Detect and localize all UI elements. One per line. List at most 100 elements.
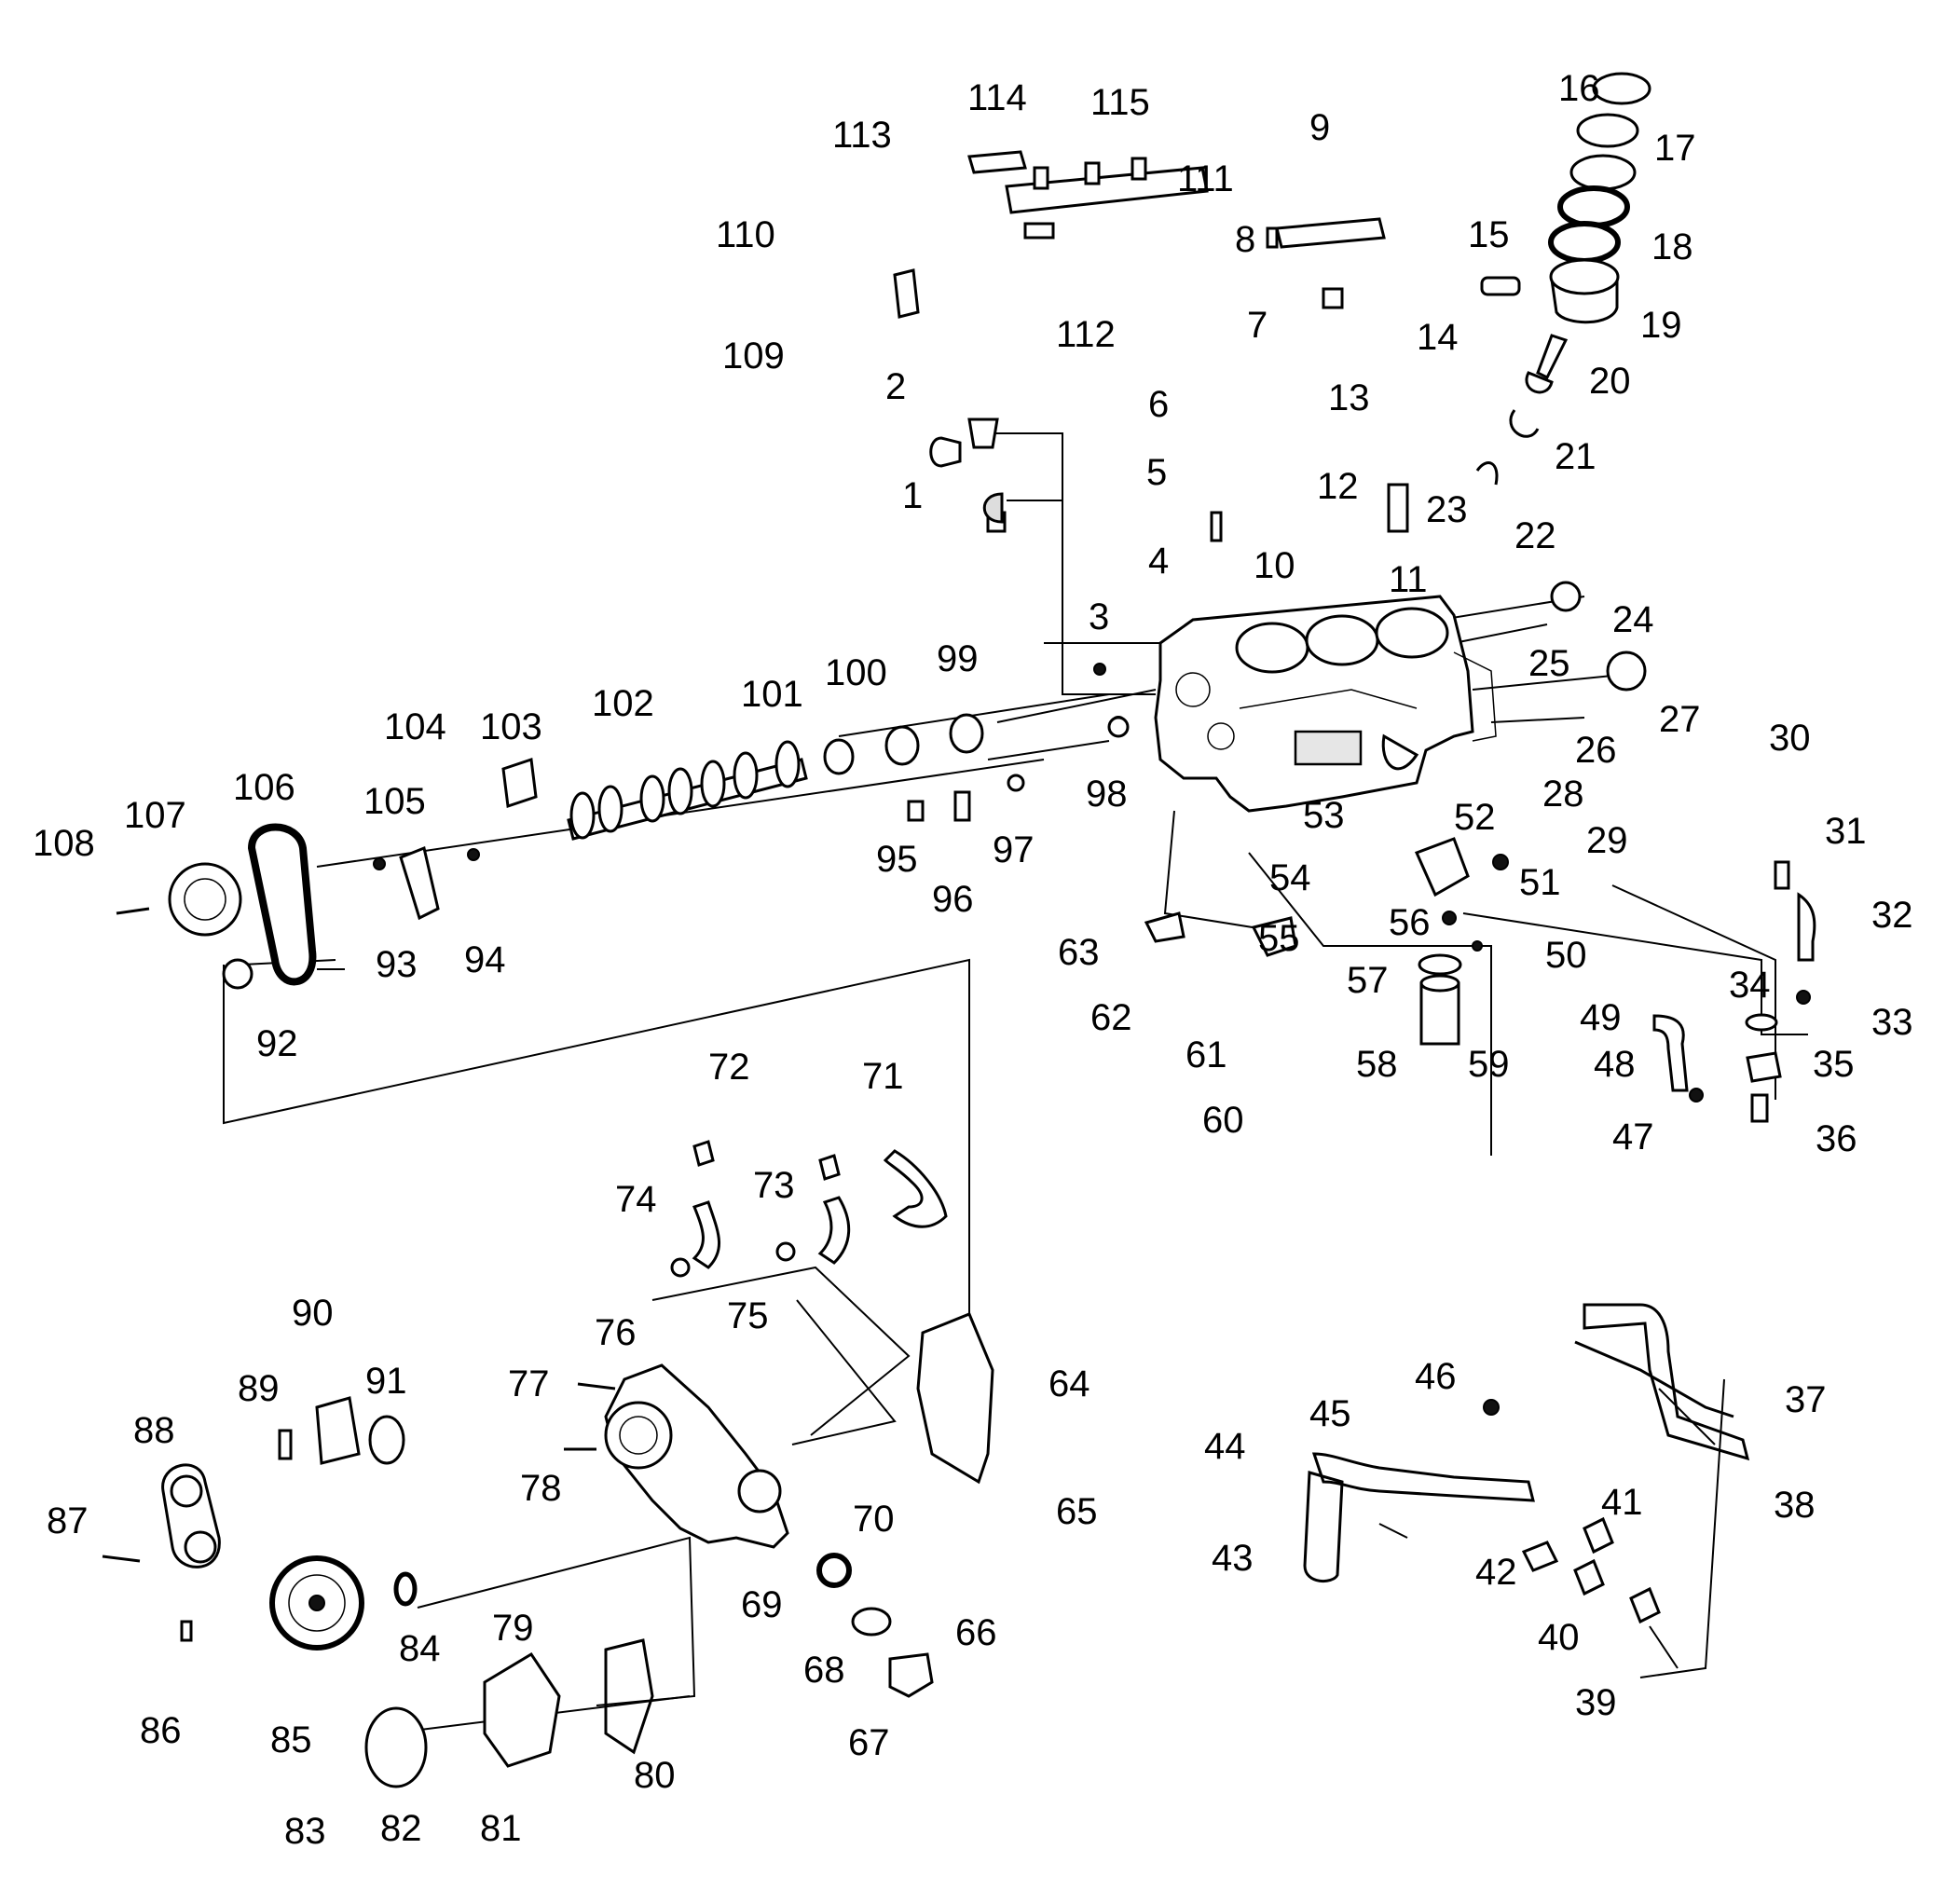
callout-93: 93	[376, 944, 418, 985]
callout-81: 81	[480, 1808, 522, 1849]
cam-bearing-parts	[823, 713, 984, 775]
callout-42: 42	[1475, 1552, 1517, 1593]
callout-35: 35	[1813, 1044, 1855, 1085]
callout-114: 114	[967, 77, 1027, 118]
callout-87: 87	[47, 1500, 89, 1541]
callout-61: 61	[1185, 1034, 1227, 1075]
callout-70: 70	[853, 1499, 895, 1540]
callout-83: 83	[284, 1811, 326, 1852]
callout-92: 92	[256, 1023, 298, 1064]
callout-43: 43	[1212, 1538, 1254, 1579]
crank-pulley-part	[180, 1555, 418, 1651]
front-cover-gasket-part	[916, 1312, 994, 1485]
callout-39: 39	[1575, 1682, 1617, 1723]
callout-57: 57	[1347, 960, 1389, 1001]
callout-89: 89	[238, 1368, 280, 1409]
callout-110: 110	[716, 214, 775, 255]
callout-64: 64	[1048, 1363, 1090, 1404]
callout-50: 50	[1545, 935, 1587, 976]
callout-96: 96	[932, 879, 974, 920]
callout-2: 2	[885, 366, 906, 407]
oil-filter-part	[1414, 837, 1470, 1046]
callout-18: 18	[1651, 226, 1693, 267]
callout-107: 107	[124, 795, 186, 836]
callout-101: 101	[741, 674, 803, 715]
callout-85: 85	[270, 1719, 312, 1760]
callout-72: 72	[708, 1047, 750, 1088]
callout-4: 4	[1148, 541, 1169, 582]
callout-32: 32	[1871, 895, 1913, 936]
callout-79: 79	[492, 1608, 534, 1649]
callout-27: 27	[1659, 699, 1701, 740]
callout-45: 45	[1309, 1393, 1351, 1434]
callout-34: 34	[1729, 965, 1771, 1006]
callout-66: 66	[955, 1612, 997, 1653]
callout-80: 80	[634, 1755, 676, 1796]
callout-19: 19	[1640, 305, 1682, 346]
callout-13: 13	[1328, 377, 1370, 418]
callout-102: 102	[592, 683, 654, 724]
callout-51: 51	[1519, 862, 1561, 903]
callout-91: 91	[365, 1361, 407, 1402]
callout-38: 38	[1774, 1485, 1816, 1526]
callout-100: 100	[825, 652, 887, 693]
callout-40: 40	[1538, 1617, 1580, 1658]
callout-58: 58	[1356, 1044, 1398, 1085]
callout-76: 76	[595, 1312, 637, 1353]
callout-24: 24	[1612, 599, 1654, 640]
callout-16: 16	[1558, 68, 1600, 109]
callout-33: 33	[1871, 1002, 1913, 1043]
piston-part	[1480, 72, 1651, 324]
callout-98: 98	[1086, 774, 1128, 815]
callout-44: 44	[1204, 1426, 1246, 1467]
callout-60: 60	[1202, 1100, 1244, 1141]
callout-109: 109	[722, 336, 785, 377]
callout-10: 10	[1254, 545, 1295, 586]
callout-11: 11	[1389, 559, 1428, 600]
heater-pipe-parts	[1303, 1303, 1750, 1583]
callout-67: 67	[848, 1722, 890, 1763]
callout-62: 62	[1090, 997, 1132, 1038]
callout-7: 7	[1247, 305, 1268, 346]
callout-74: 74	[615, 1179, 657, 1220]
connecting-rod-part	[1475, 334, 1569, 486]
callout-49: 49	[1580, 997, 1622, 1038]
callout-103: 103	[480, 706, 542, 747]
engine-block-part	[1154, 595, 1497, 813]
callout-29: 29	[1586, 820, 1628, 861]
callout-26: 26	[1575, 730, 1617, 771]
callout-106: 106	[233, 767, 295, 808]
front-cover-part	[604, 1363, 789, 1549]
camshaft-part	[567, 740, 808, 841]
callout-20: 20	[1589, 361, 1631, 402]
callout-95: 95	[876, 839, 918, 880]
timing-chain-part	[168, 823, 317, 990]
callout-68: 68	[803, 1650, 845, 1691]
callout-1: 1	[902, 475, 923, 516]
callout-56: 56	[1389, 902, 1431, 943]
fuel-rail-part	[967, 150, 1386, 249]
callout-17: 17	[1654, 128, 1696, 169]
callout-25: 25	[1528, 643, 1570, 684]
callout-65: 65	[1056, 1491, 1098, 1532]
callout-88: 88	[133, 1410, 175, 1451]
engine-parts	[102, 72, 1816, 1788]
callout-52: 52	[1454, 797, 1496, 838]
callout-108: 108	[33, 823, 95, 864]
callout-41: 41	[1601, 1482, 1643, 1523]
callout-111: 111	[1177, 158, 1234, 199]
callout-94: 94	[464, 939, 506, 980]
callout-48: 48	[1594, 1044, 1636, 1085]
callout-3: 3	[1089, 596, 1109, 637]
callout-82: 82	[380, 1808, 422, 1849]
callout-75: 75	[727, 1295, 769, 1336]
callout-15: 15	[1468, 214, 1510, 255]
callout-73: 73	[753, 1165, 795, 1206]
callout-labels: 1 2 3 4 5 6 7 8 9 10 11 12 13 14 15 16 1…	[33, 68, 1913, 1852]
callout-105: 105	[363, 781, 426, 822]
callout-97: 97	[993, 829, 1035, 870]
callout-31: 31	[1825, 811, 1867, 852]
water-pump-part	[364, 1638, 654, 1788]
thermostat-housing-part	[816, 1553, 934, 1698]
